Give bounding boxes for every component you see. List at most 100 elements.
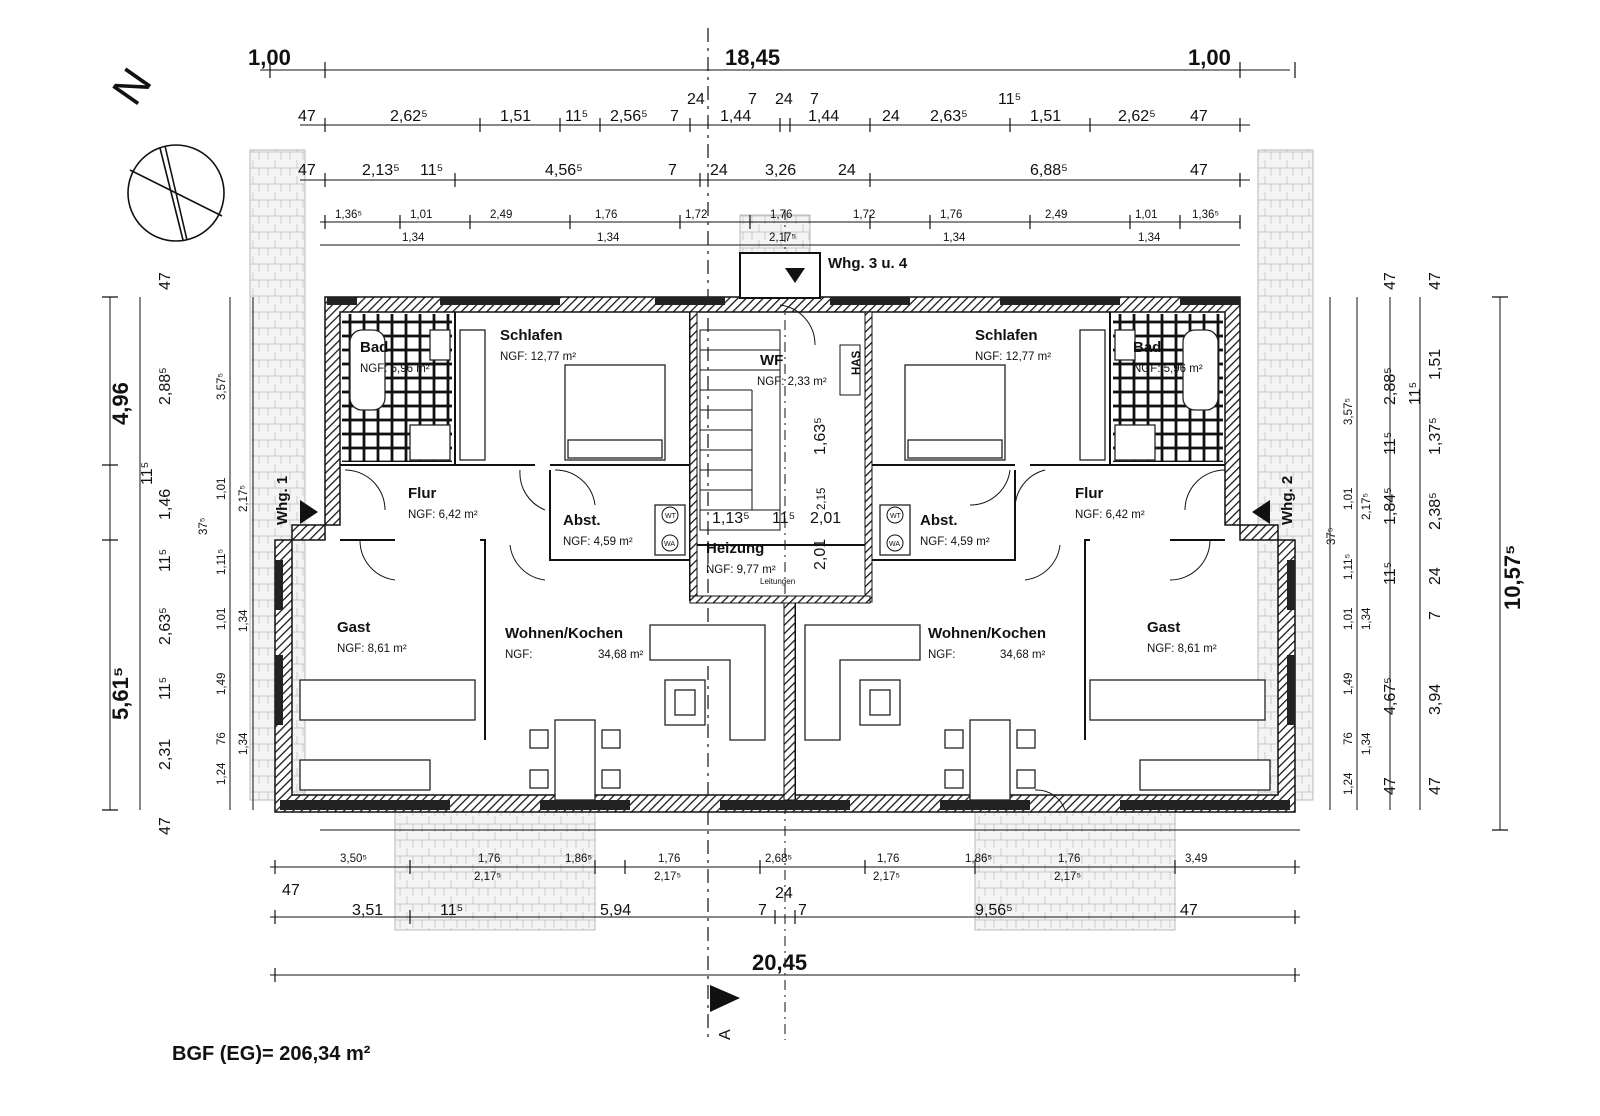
dims-left-col3: 2,17⁵ 1,34 1,34	[238, 485, 250, 755]
dim-label: 1,34	[1361, 732, 1373, 755]
dim-label: 11⁵	[1407, 382, 1424, 405]
north-label: N	[103, 60, 161, 114]
leitungen-label: Leitungen	[760, 577, 795, 586]
room-name: Bad	[1133, 339, 1161, 356]
dim-label: 24	[775, 885, 793, 902]
dim-label: 1,24	[1343, 772, 1355, 795]
dim-label: 47	[1190, 162, 1208, 179]
room-name: Gast	[1147, 619, 1180, 636]
dim-label: 37⁵	[198, 517, 210, 535]
dim-label: 11⁵	[157, 549, 174, 572]
dim-label: 1,01	[216, 478, 228, 500]
dim-label: 1,44	[808, 108, 839, 125]
room-name: Abst.	[563, 512, 601, 529]
wt-label: WT	[890, 513, 902, 520]
dim-label: 47	[298, 162, 316, 179]
dim-label: 1,51	[1030, 108, 1061, 125]
whg2-label: Whg. 2	[1279, 476, 1296, 525]
dim-label: 1,49	[1343, 673, 1355, 695]
dim-label: 1,34	[1138, 232, 1161, 244]
stair	[699, 329, 861, 531]
room-area: NGF: 12,77 m²	[975, 351, 1051, 363]
dim-label: 7	[670, 108, 679, 125]
dim-label: 47	[298, 108, 316, 125]
dim-bottom-overall: 20,45	[752, 950, 807, 975]
dim-label: 1,84⁵	[1382, 487, 1399, 525]
room-area: NGF: 2,33 m²	[757, 376, 827, 388]
dim-label: 47	[1427, 777, 1444, 795]
dim-label: 3,57⁵	[216, 373, 228, 400]
dim-left-big-1: 4,96	[108, 382, 133, 425]
dim-label: 3,57⁵	[1343, 398, 1355, 425]
dim-label: 47	[1382, 777, 1399, 795]
dim-label: 2,38⁵	[1427, 492, 1444, 530]
dim-label: 47	[1180, 902, 1198, 919]
wa-label: WA	[664, 541, 675, 548]
dim-label: 1,34	[597, 232, 620, 244]
dim-label: 1,49	[216, 673, 228, 695]
dim-label: 2,62⁵	[390, 108, 428, 125]
wt-label: WT	[665, 513, 677, 520]
whg34-label: Whg. 3 u. 4	[828, 255, 908, 272]
dim-label: 76	[1343, 732, 1355, 745]
dim-label: 2,17⁵	[1361, 493, 1373, 520]
dim-label: 1,34	[943, 232, 966, 244]
room-name: WF	[760, 352, 783, 369]
room-area: NGF: 9,77 m²	[706, 564, 776, 576]
stair-dims: 1,13⁵ 11⁵ 2,01 1,63⁵ 2,01 2,15	[712, 417, 841, 570]
room-area: NGF: 8,61 m²	[337, 643, 407, 655]
dim-label: 1,51	[500, 108, 531, 125]
dim-label: 2,56⁵	[610, 108, 648, 125]
dim-label: 1,36⁵	[335, 209, 362, 221]
dim-label: 1,86⁵	[565, 853, 592, 865]
dim-label: 2,49	[490, 209, 512, 221]
dim-label: 2,17⁵	[474, 871, 501, 883]
dim-label: 3,51	[352, 902, 383, 919]
room-area: NGF: 4,59 m²	[563, 536, 633, 548]
dim-label: 2,17⁵	[238, 485, 250, 512]
dim-label: 1,34	[238, 609, 250, 632]
dim-label: 3,49	[1185, 853, 1207, 865]
dims-top-row4: 1,34 1,34 2,17⁵ 1,34 1,34	[402, 232, 1161, 244]
dim-label: 1,00	[1188, 45, 1231, 70]
dim-label: 24	[1427, 567, 1444, 585]
sofa-sets	[649, 624, 921, 741]
appliances	[654, 504, 911, 556]
dim-label: 24	[687, 91, 705, 108]
paving	[249, 149, 1314, 931]
dims-right-col4: 47 1,51 11⁵ 1,37⁵ 2,38⁵ 24 7 3,94 47	[1407, 272, 1444, 795]
room-labels: Bad NGF: 5,96 m² Schlafen NGF: 12,77 m² …	[337, 327, 1217, 661]
dim-label: 24	[710, 162, 728, 179]
dim-label: 11⁵	[157, 677, 174, 700]
dim-label: 3,94	[1427, 684, 1444, 715]
dim-label: 2,17⁵	[769, 232, 796, 244]
room-area-label: NGF:	[928, 649, 955, 661]
dims-top-row3: 1,36⁵ 1,01 2,49 1,76 1,72 1,76 1,72 1,76…	[335, 209, 1219, 221]
dim-label: 1,11⁵	[1343, 553, 1355, 580]
dim-label: 4,67⁵	[1382, 677, 1399, 715]
dim-label: 2,31	[157, 739, 174, 770]
dim-label: 7	[668, 162, 677, 179]
dim-label: 1,76	[1058, 853, 1080, 865]
dim-label: 2,88⁵	[1382, 367, 1399, 405]
dim-label: 47	[1427, 272, 1444, 290]
dim-label: 7	[758, 902, 767, 919]
room-name: Abst.	[920, 512, 958, 529]
dim-label: 1,76	[877, 853, 899, 865]
dim-label: 11⁵	[139, 462, 156, 485]
dim-label: 5,94	[600, 902, 631, 919]
dim-label: 47	[157, 817, 174, 835]
dim-left-big-2: 5,61⁵	[108, 667, 133, 720]
bath-fixtures	[349, 329, 1219, 461]
room-area-value: 34,68 m²	[598, 649, 644, 661]
dims-right-col2: 2,17⁵ 1,34 1,34	[1361, 493, 1373, 755]
dim-label: 11⁵	[420, 162, 443, 179]
dim-label: 1,01	[216, 608, 228, 630]
room-name: Schlafen	[975, 327, 1038, 344]
dim-label: 1,01	[1343, 608, 1355, 630]
dim-label: 1,34	[1361, 607, 1373, 630]
dim-label: 7	[810, 91, 819, 108]
dim-label: 7	[748, 91, 757, 108]
north-compass	[127, 144, 225, 242]
